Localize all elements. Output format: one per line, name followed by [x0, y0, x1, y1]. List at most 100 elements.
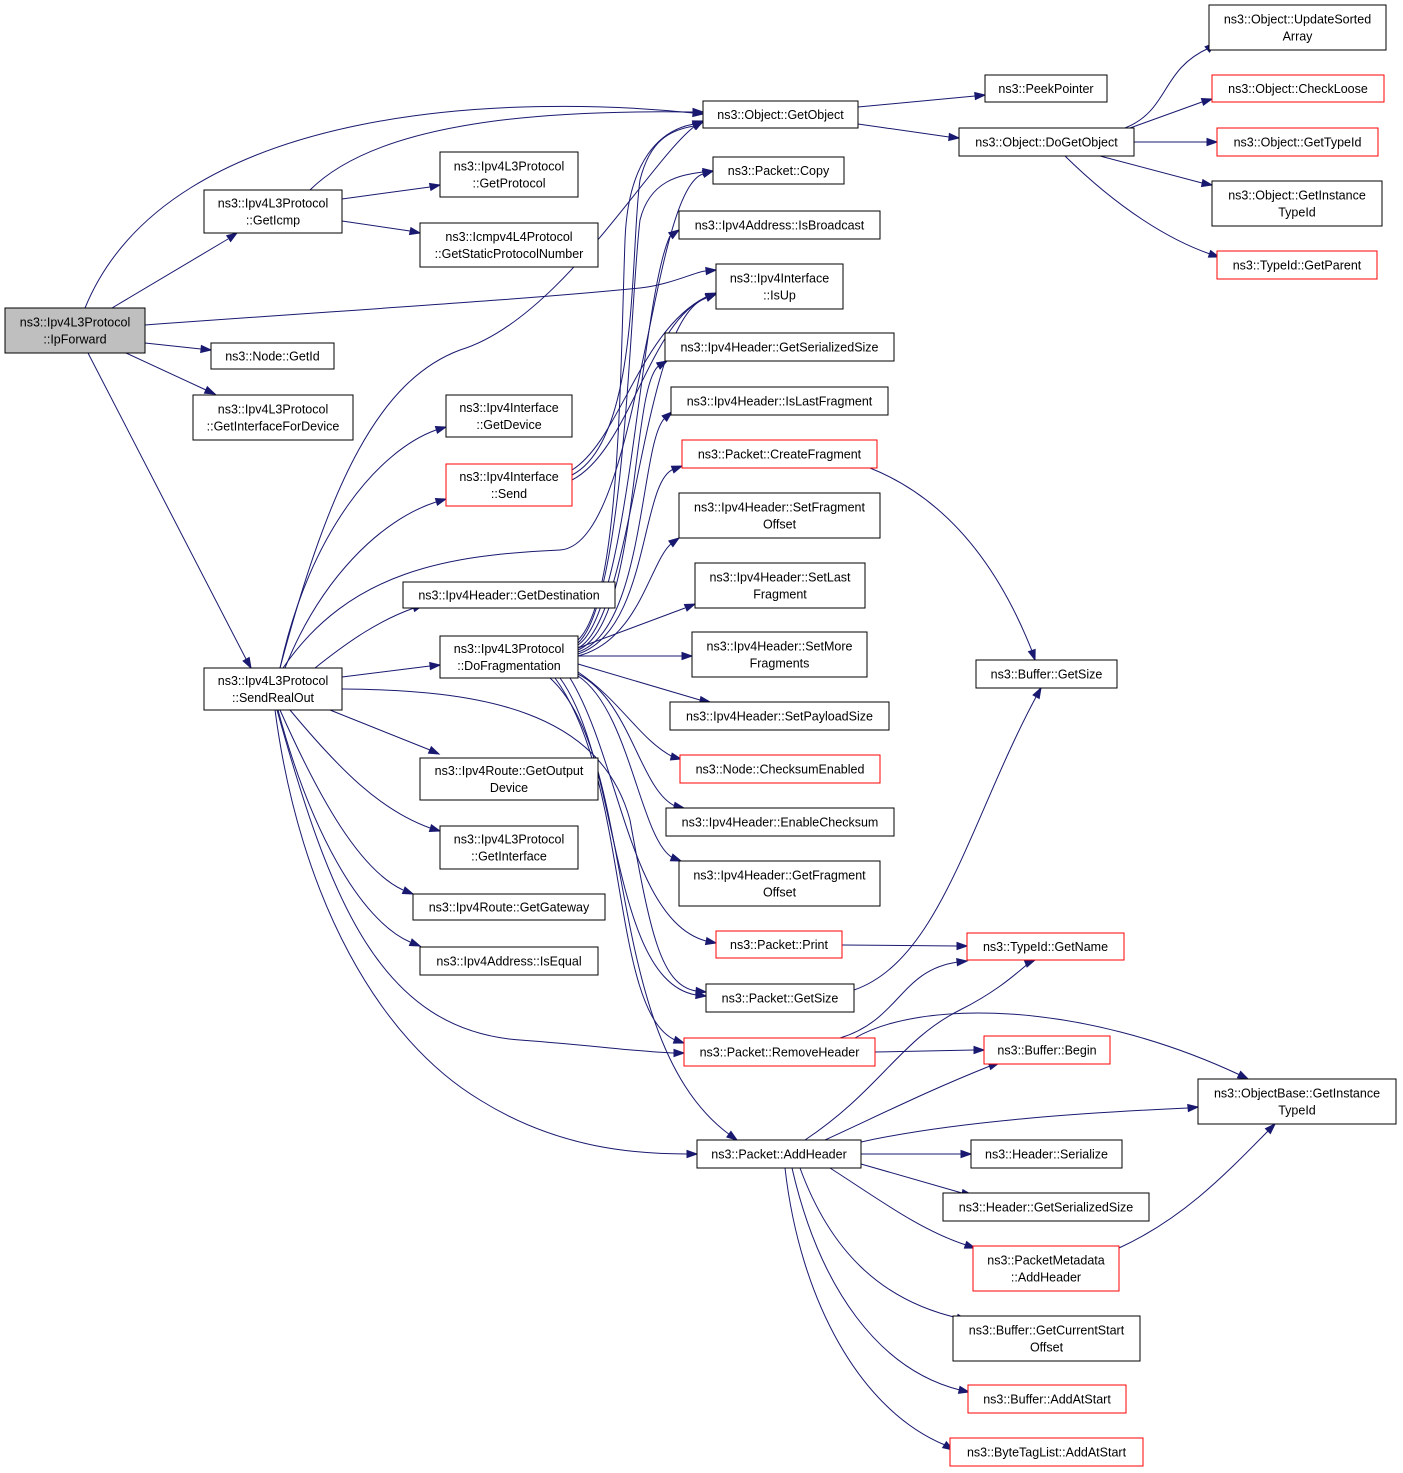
node-label: ns3::Buffer::AddAtStart — [983, 1393, 1111, 1407]
node-label: ns3::Ipv4Header::GetDestination — [418, 589, 599, 603]
node-getgateway[interactable]: ns3::Ipv4Route::GetGateway — [412, 893, 606, 921]
node-btladdstart[interactable]: ns3::ByteTagList::AddAtStart — [949, 1437, 1144, 1467]
node-checksumen[interactable]: ns3::Node::ChecksumEnabled — [679, 754, 881, 784]
node-box — [952, 1315, 1141, 1362]
node-ifsend[interactable]: ns3::Ipv4Interface::Send — [445, 463, 573, 507]
edge-root-sendrealout — [87, 352, 252, 670]
edge-ifsend-getobject — [571, 121, 705, 476]
node-bufbegin[interactable]: ns3::Buffer::Begin — [983, 1035, 1111, 1065]
node-box — [984, 74, 1108, 103]
node-box — [715, 930, 843, 959]
node-label: TypeId — [1278, 1104, 1316, 1118]
node-box — [445, 463, 573, 507]
node-box — [1211, 180, 1383, 227]
node-setpayload[interactable]: ns3::Ipv4Header::SetPayloadSize — [669, 701, 890, 731]
node-box — [712, 156, 845, 185]
node-box — [970, 1139, 1123, 1169]
node-label: ::IpForward — [43, 333, 106, 347]
node-label: ns3::PeekPointer — [998, 82, 1093, 96]
node-getobject[interactable]: ns3::Object::GetObject — [702, 100, 859, 129]
node-premovehdr[interactable]: ns3::Packet::RemoveHeader — [683, 1037, 876, 1067]
node-label: ns3::Ipv4Header::SetPayloadSize — [686, 710, 873, 724]
node-label: ns3::Ipv4Interface — [730, 272, 829, 286]
edge-dogetobj-checkloose — [1129, 97, 1214, 129]
node-box — [972, 1245, 1120, 1292]
edge-paddhdr-bufcurstart — [799, 1167, 969, 1322]
node-hgetsersize[interactable]: ns3::Header::GetSerializedSize — [942, 1192, 1150, 1222]
node-hserialize[interactable]: ns3::Header::Serialize — [970, 1139, 1123, 1169]
node-typegetname[interactable]: ns3::TypeId::GetName — [966, 932, 1125, 961]
node-typeparent[interactable]: ns3::TypeId::GetParent — [1216, 250, 1378, 280]
node-label: Array — [1283, 30, 1314, 44]
node-geticmp[interactable]: ns3::Ipv4L3Protocol::GetIcmp — [203, 189, 343, 234]
node-pprint[interactable]: ns3::Packet::Print — [715, 930, 843, 959]
node-label: Offset — [763, 886, 797, 900]
edge-root-geticmp — [111, 232, 239, 309]
node-label: ns3::Packet::RemoveHeader — [700, 1046, 860, 1060]
node-pcopy[interactable]: ns3::Packet::Copy — [712, 156, 845, 185]
node-isup[interactable]: ns3::Ipv4Interface::IsUp — [715, 263, 844, 310]
edge-getobject-peekptr — [857, 91, 987, 108]
node-pmaddhdr[interactable]: ns3::PacketMetadata::AddHeader — [972, 1245, 1120, 1292]
edge-dofrag-islastfrag — [577, 411, 674, 653]
node-label: ns3::Packet::Copy — [728, 164, 830, 178]
node-isbroadcast[interactable]: ns3::Ipv4Address::IsBroadcast — [678, 210, 881, 240]
node-dogetobj[interactable]: ns3::Object::DoGetObject — [958, 127, 1135, 157]
node-box — [203, 667, 343, 711]
node-getid[interactable]: ns3::Node::GetId — [210, 342, 335, 370]
node-label: ns3::Ipv4L3Protocol — [218, 197, 329, 211]
node-enablecs[interactable]: ns3::Ipv4Header::EnableChecksum — [665, 807, 895, 837]
node-bufaddstart[interactable]: ns3::Buffer::AddAtStart — [967, 1384, 1127, 1414]
node-label: ::DoFragmentation — [457, 659, 561, 673]
node-bufgetsize[interactable]: ns3::Buffer::GetSize — [975, 659, 1118, 689]
node-getdest[interactable]: ns3::Ipv4Header::GetDestination — [402, 581, 616, 609]
node-label: ns3::TypeId::GetName — [983, 940, 1108, 954]
edge-dofrag-pprint — [569, 677, 718, 946]
node-islastfrag[interactable]: ns3::Ipv4Header::IsLastFragment — [670, 386, 889, 416]
node-label: ns3::Object::GetTypeId — [1234, 136, 1362, 150]
node-isequal[interactable]: ns3::Ipv4Address::IsEqual — [419, 946, 599, 976]
node-box — [683, 1037, 876, 1067]
node-paddhdr[interactable]: ns3::Packet::AddHeader — [696, 1139, 862, 1169]
edge-getobject-dogetobj — [857, 123, 961, 142]
node-box — [192, 394, 354, 441]
edge-dofrag-getfragoff — [577, 675, 683, 862]
node-hserialsize[interactable]: ns3::Ipv4Header::GetSerializedSize — [664, 332, 895, 362]
node-box — [1211, 74, 1385, 103]
node-label: Fragments — [750, 657, 810, 671]
node-sendrealout[interactable]: ns3::Ipv4L3Protocol::SendRealOut — [203, 667, 343, 711]
node-getinterface[interactable]: ns3::Ipv4L3Protocol::GetInterface — [439, 825, 579, 870]
node-objtypeid[interactable]: ns3::Object::GetTypeId — [1216, 127, 1379, 157]
node-dofrag[interactable]: ns3::Ipv4L3Protocol::DoFragmentation — [439, 635, 579, 679]
node-ifgetdevice[interactable]: ns3::Ipv4Interface::GetDevice — [445, 394, 573, 438]
node-box — [439, 635, 579, 679]
node-box — [402, 581, 616, 609]
node-label: ns3::Ipv4Header::IsLastFragment — [687, 395, 873, 409]
node-getifacefordev[interactable]: ns3::Ipv4L3Protocol::GetInterfaceForDevi… — [192, 394, 354, 441]
node-pgetsize[interactable]: ns3::Packet::GetSize — [705, 983, 855, 1013]
node-root[interactable]: ns3::Ipv4L3Protocol::IpForward — [4, 307, 146, 354]
node-label: ns3::ByteTagList::AddAtStart — [967, 1446, 1127, 1460]
node-label: ns3::Header::Serialize — [985, 1148, 1108, 1162]
node-createfrag[interactable]: ns3::Packet::CreateFragment — [681, 439, 878, 469]
edge-root-getobject — [84, 105, 705, 309]
node-box — [1216, 127, 1379, 157]
node-checkloose[interactable]: ns3::Object::CheckLoose — [1211, 74, 1385, 103]
edge-dogetobj-objinsttype — [1099, 155, 1214, 188]
node-peekptr[interactable]: ns3::PeekPointer — [984, 74, 1108, 103]
node-icmpstatic[interactable]: ns3::Icmpv4L4Protocol::GetStaticProtocol… — [419, 222, 599, 268]
node-label: ns3::Buffer::GetCurrentStart — [969, 1324, 1125, 1338]
edge-premovehdr-objbaseinst — [854, 1012, 1250, 1080]
edge-geticmp-getprotocol — [341, 182, 442, 200]
node-box — [439, 825, 579, 870]
node-getprotocol[interactable]: ns3::Ipv4L3Protocol::GetProtocol — [439, 151, 579, 198]
